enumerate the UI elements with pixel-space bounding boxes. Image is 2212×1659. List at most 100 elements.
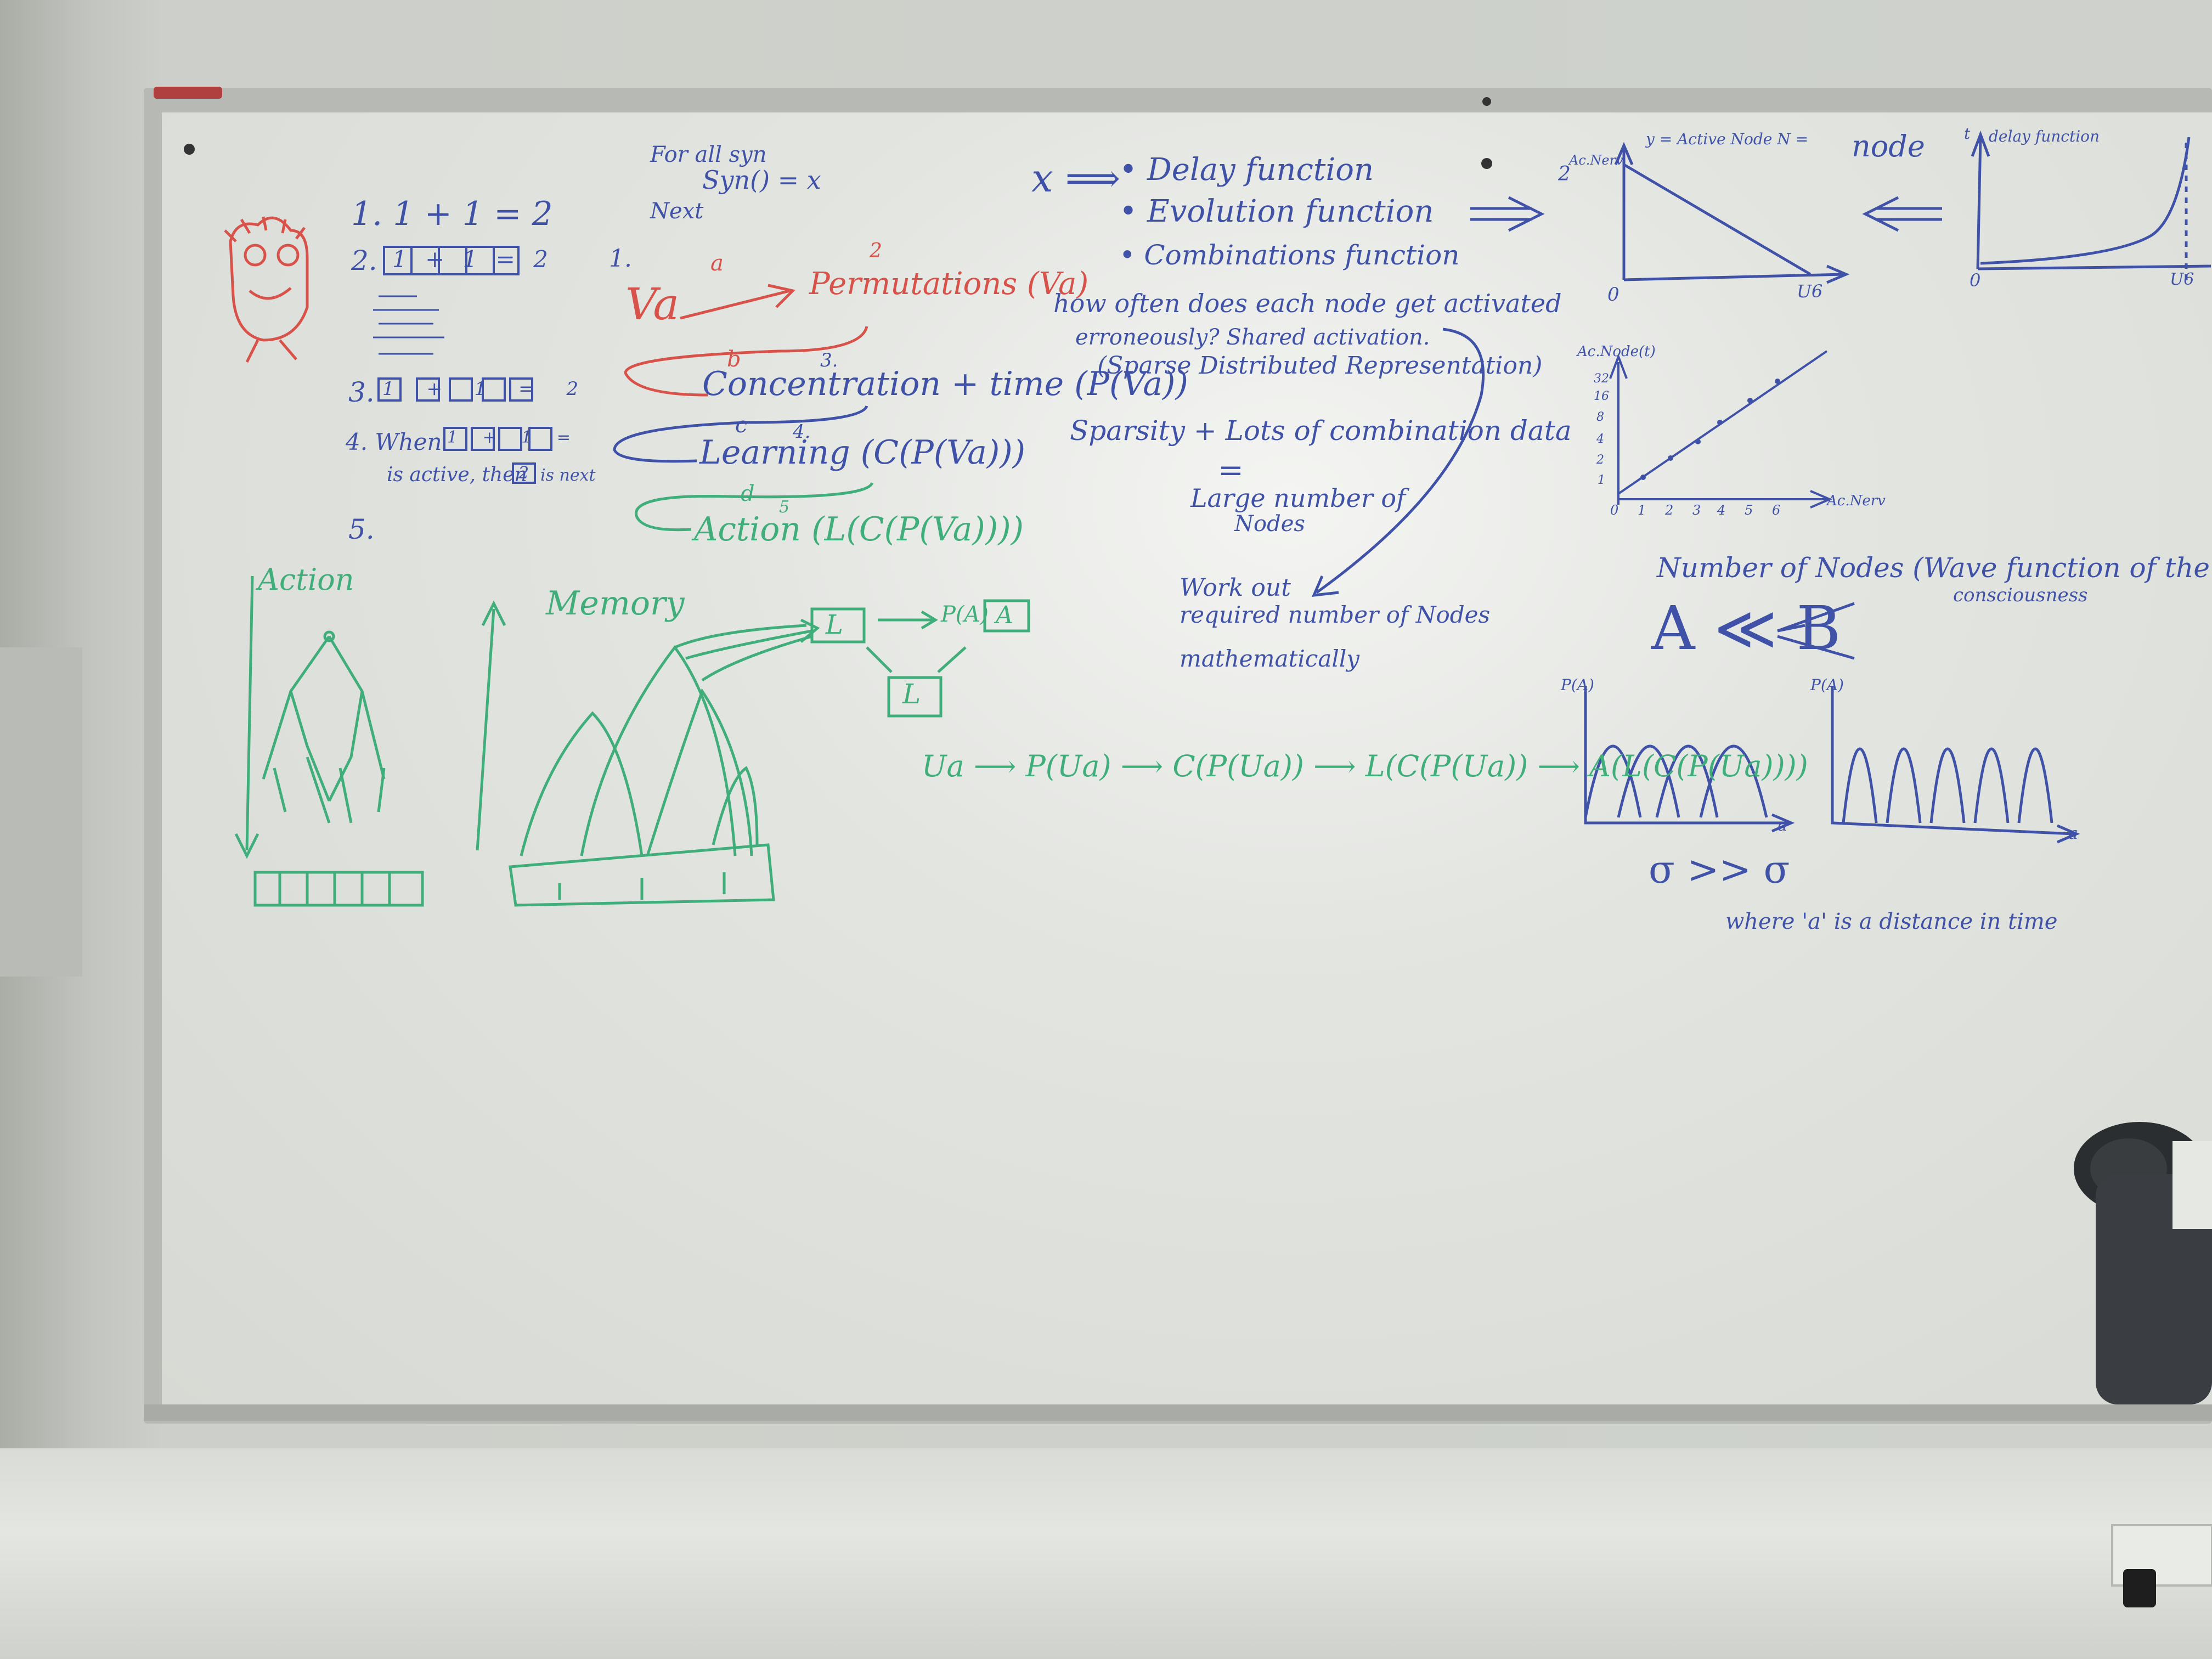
red-arrows (624, 284, 868, 397)
forall-line-1: For all syn (650, 142, 767, 167)
graph2-ylabel: t (1964, 125, 1971, 143)
note-work-2: required number of Nodes (1180, 601, 1491, 628)
board-dot (1481, 158, 1492, 169)
note-work-1: Work out (1180, 574, 1291, 602)
chain-permutations: Permutations (Va) (809, 266, 1089, 302)
list-item-3-boxes: 1 + 1 = 2 (382, 378, 592, 400)
wall-panel (0, 647, 82, 977)
list-item-4-cond: is active, then (387, 464, 527, 486)
skirting-ledge (0, 1448, 2212, 1659)
note-sparsity: Sparsity + Lots of combination data (1070, 415, 1572, 447)
chain-arrow-c: c (735, 413, 748, 438)
graph2-origin: 0 (1970, 270, 1981, 291)
list-item-2: 2. (351, 245, 377, 276)
wave-pa-right: P(A) (1810, 676, 1844, 694)
wave-axis-left: a (1778, 816, 1787, 835)
chain-arrow-a: a (710, 251, 724, 276)
graph3-ylabel: Ac.Node(t) (1577, 343, 1656, 360)
wave-title-2: consciousness (1953, 584, 2088, 606)
cartoon-face (224, 216, 309, 363)
graph3-xtick: 1 (1638, 503, 1646, 518)
red-marker (154, 87, 222, 99)
graph2-xend: U6 (2170, 270, 2194, 289)
graph3-ytick: 8 (1596, 410, 1604, 424)
list-item-5: 5. (348, 514, 375, 545)
graph-linear (1609, 350, 1833, 509)
graph3-xtick: 4 (1717, 503, 1726, 518)
note-large-1: Large number of (1190, 483, 1406, 513)
graph1-xend: U6 (1797, 281, 1823, 302)
graph3-xtick: 6 (1772, 503, 1781, 518)
note-work-3: mathematically (1180, 645, 1359, 672)
list-item-3: 3. (348, 376, 375, 408)
action-sketch-label: Action (258, 562, 354, 597)
plug (2123, 1569, 2156, 1607)
list-item-4-next: is next (540, 466, 596, 485)
note-question-1: how often does each node get activated (1053, 289, 1562, 318)
graph2-title: delay function (1989, 127, 2100, 145)
wave-compare: A ≪ B (1651, 593, 1841, 663)
chain-learning: Learning (C(P(Va))) (699, 433, 1026, 472)
graph1-title: y = Active Node N = (1646, 130, 1809, 148)
list-box-row-3 (377, 377, 533, 402)
function-evolution: • Evolution function (1119, 194, 1434, 229)
action-tree-sketch (234, 575, 424, 907)
graph-linear-points (1640, 379, 1780, 480)
graph-delay-function (1971, 130, 2211, 280)
flow-box-a: A (996, 601, 1013, 629)
wave-distribution-narrow (1831, 686, 2080, 844)
graph3-xtick: 0 (1610, 503, 1619, 518)
chain-step-4: 4. (793, 421, 811, 443)
graph3-xtick: 2 (1665, 503, 1674, 518)
graph3-ytick: 16 (1594, 390, 1609, 403)
memory-sketch (476, 600, 820, 907)
flow-pa: P(A) (941, 602, 989, 627)
graph3-xtick: 5 (1745, 503, 1753, 518)
flow-boxes (810, 599, 1030, 718)
list-box-row-2 (383, 246, 520, 275)
list-item-1: 1. 1 + 1 = 2 (351, 195, 553, 233)
function-combinations: • Combinations function (1119, 239, 1460, 271)
graph1-ytick: 2 (1558, 163, 1571, 185)
chain-va: Va (625, 279, 680, 330)
memory-sketch-label: Memory (546, 584, 685, 623)
wave-pa-left: P(A) (1561, 676, 1594, 694)
graph3-ytick: 2 (1596, 453, 1604, 467)
list-item-4: 4. When (346, 428, 442, 455)
chain-arrow-b: b (727, 347, 741, 372)
graph-active-node (1614, 142, 1850, 284)
list-item-4-boxes: 1 + 1 = (447, 428, 581, 447)
function-delay: • Delay function (1119, 152, 1374, 188)
pipeline-formula: Ua ⟶ P(Ua) ⟶ C(P(Ua)) ⟶ L(C(P(Ua)) ⟶ A(L… (922, 749, 1808, 783)
chain-step-5: 5 (779, 498, 790, 517)
flow-box-l2: L (902, 678, 921, 710)
chain-step-3: 3. (820, 349, 838, 371)
chain-arrow-d: d (741, 481, 755, 506)
note-sdr: (Sparse Distributed Representation) (1097, 352, 1543, 380)
note-large-2: Nodes (1234, 511, 1305, 537)
chain-step-1: 1. (609, 245, 632, 273)
chain-step-2: 2 (870, 240, 882, 262)
list-item-4-box: 2 (518, 464, 529, 483)
forall-line-3: Next (650, 199, 704, 224)
marker-tray (144, 1404, 2212, 1421)
graph1-ylabel: Ac.Nerv (1569, 153, 1623, 168)
list-box-row-4 (443, 427, 552, 484)
graph1-origin: 0 (1607, 284, 1620, 306)
board-dot (184, 144, 195, 155)
wave-sigma: σ >> σ (1649, 847, 1790, 892)
chain-concentration: Concentration + time (P(Va)) (702, 365, 1188, 403)
wave-where: where 'a' is a distance in time (1725, 909, 2058, 934)
graph3-ytick: 32 (1594, 372, 1609, 386)
wave-axis-right: a (2068, 824, 2078, 843)
chain-action: Action (L(C(P(Va)))) (694, 510, 1024, 549)
note-question-2: erroneously? Shared activation. (1075, 325, 1430, 350)
blue-chain-arrows (613, 196, 1942, 660)
green-chain-arrow (635, 482, 874, 532)
graph3-ytick: 4 (1596, 432, 1604, 446)
whiteboard (162, 112, 2212, 1407)
note-equals: = (1218, 453, 1244, 488)
flow-box-l: L (826, 610, 843, 640)
